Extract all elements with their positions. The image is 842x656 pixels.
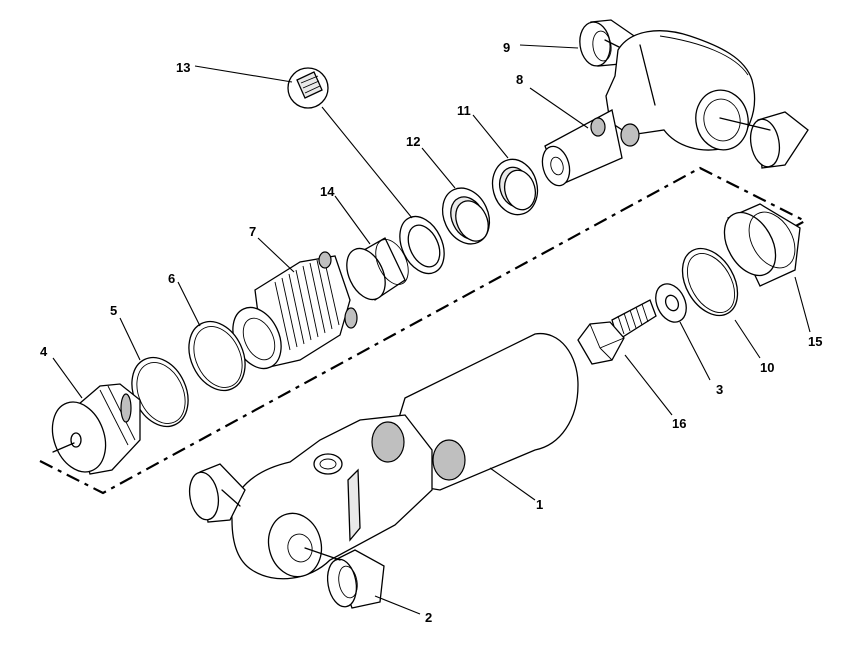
callout-14: 14 [320,184,335,199]
part-8-sleeve [541,109,640,187]
part-14-wear-band [346,237,409,301]
callout-4: 4 [40,344,48,359]
part-13-ring [399,215,445,275]
callout-10: 10 [760,360,774,375]
callout-7: 7 [249,224,256,239]
rod-end-bearing [719,111,809,169]
rod-end-eye [605,30,756,151]
callout-labels: 1 2 3 4 5 6 7 8 9 10 11 12 13 14 15 16 [40,40,822,625]
callout-12: 12 [406,134,420,149]
callout-15: 15 [808,334,822,349]
part-1-barrel [231,332,579,580]
part-2-bearing [304,547,385,609]
part-12-seal [441,187,491,245]
part-6-o-ring [188,320,246,392]
callout-16: 16 [672,416,686,431]
part-11-seal [491,158,539,216]
leader-lines [52,44,811,615]
part-2-bearing-left [188,463,246,523]
callout-2: 2 [425,610,432,625]
callout-3: 3 [716,382,723,397]
callout-5: 5 [110,303,117,318]
part-10-o-ring [681,247,739,317]
callout-9: 9 [503,40,510,55]
part-16-bolt [577,299,657,365]
callout-11: 11 [457,103,471,118]
part-13-detail-circle [287,67,329,109]
part-3-washer [655,283,687,323]
part-4-piston [51,383,141,475]
part-15-bushing [723,203,801,287]
callout-13: 13 [176,60,190,75]
part-7-head [232,251,358,370]
callout-8: 8 [516,72,523,87]
callout-1: 1 [536,497,543,512]
callout-6: 6 [168,271,175,286]
